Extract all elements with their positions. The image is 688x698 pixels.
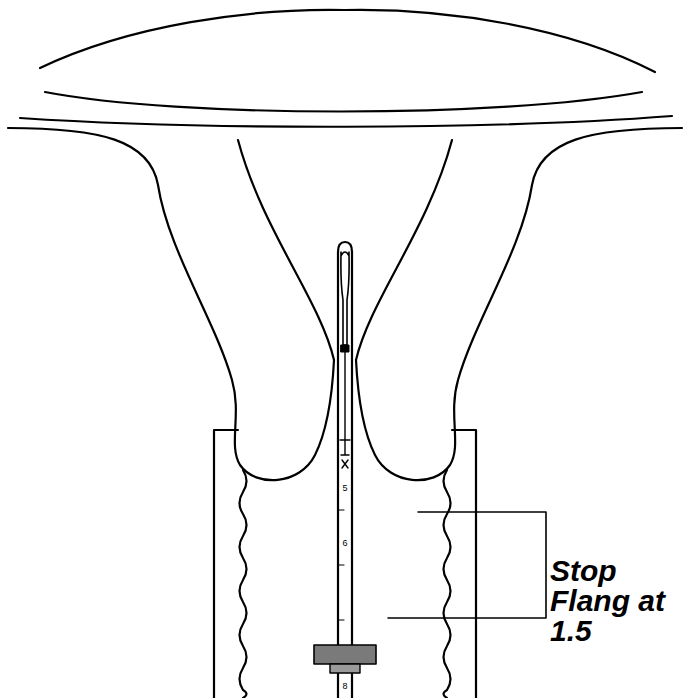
iud-stem xyxy=(341,345,349,352)
callout-label: Stop Flang at 1.5 xyxy=(550,556,678,646)
vaginal-wall xyxy=(214,430,238,698)
uterus-wall xyxy=(356,128,682,480)
uterus-wall xyxy=(8,128,334,480)
ligament-line xyxy=(20,116,672,127)
bracket-leader xyxy=(388,512,546,618)
stop-flange xyxy=(314,645,376,664)
ligament-line xyxy=(45,92,642,112)
inserter-rod xyxy=(340,352,350,468)
vaginal-rugae xyxy=(240,470,247,698)
scale-number: 6 xyxy=(339,539,351,548)
scale-number: 8 xyxy=(339,682,351,691)
scale-number: 5 xyxy=(339,484,351,493)
vaginal-wall xyxy=(452,430,476,698)
scale-tick xyxy=(338,510,344,620)
vaginal-rugae xyxy=(444,470,451,698)
inserter-tube xyxy=(338,242,352,698)
flange-collar xyxy=(330,664,360,673)
fundus-outline xyxy=(40,10,655,72)
iud-arms xyxy=(341,252,349,345)
